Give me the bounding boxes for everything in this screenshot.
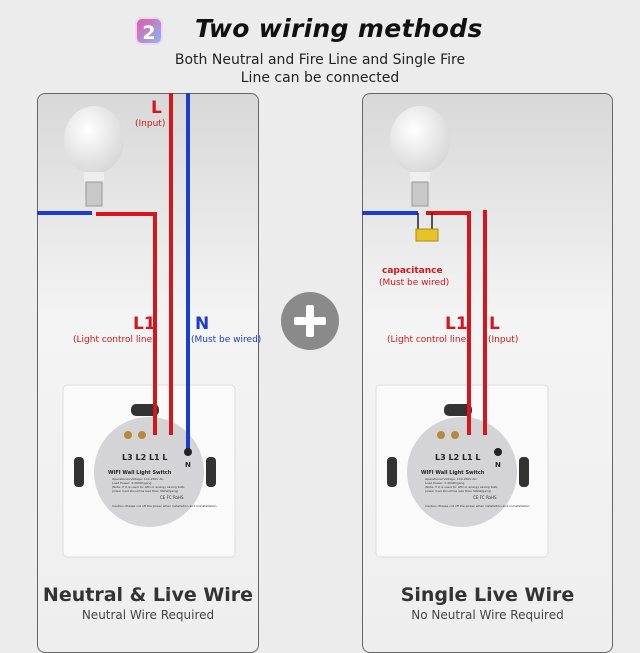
right-footer-sub: No Neutral Wire Required: [411, 608, 564, 622]
module-name-left: WIFI Wall Light Switch: [108, 470, 172, 476]
svg-text:Caution: Please cut off the po: Caution: Please cut off the power when i…: [425, 504, 530, 508]
svg-text:CE FC RoHS: CE FC RoHS: [473, 495, 497, 500]
switch-module-left: [94, 417, 204, 527]
svg-text:power load should be less than: power load should be less than 300W/gang…: [112, 489, 178, 493]
left-footer-title: Neutral & Live Wire: [42, 584, 254, 606]
svg-text:power load should be less than: power load should be less than 300W/gang…: [425, 489, 491, 493]
label-l-note: (Input): [135, 119, 166, 129]
right-footer-title: Single Live Wire: [400, 584, 575, 606]
page-title: Two wiring methods: [195, 14, 483, 43]
svg-text:(Note: If it is used for LED o: (Note: If it is used for LED or energy s…: [425, 485, 498, 489]
step-badge: 2: [135, 17, 163, 45]
svg-text:Operational Voltage: 110-250V: Operational Voltage: 110-250V AC: [112, 477, 163, 481]
terminal-labels-left: L3 L2 L1 L: [122, 453, 168, 462]
capacitor-icon: [415, 228, 439, 242]
svg-text:CE FC RoHS: CE FC RoHS: [160, 495, 184, 500]
neutral-terminal-label-right: N: [495, 461, 501, 469]
light-bulb-left-icon: [64, 106, 124, 207]
label-n: N: [195, 314, 210, 334]
svg-text:Load Power: 3-300W/gang: Load Power: 3-300W/gang: [112, 481, 151, 485]
svg-text:(Note: If it is used for LED o: (Note: If it is used for LED or energy s…: [112, 485, 185, 489]
left-l1-wire: [96, 212, 157, 435]
terminal-labels-right: L3 L2 L1 L: [435, 453, 481, 462]
subtitle-line-2: Line can be connected: [240, 70, 400, 86]
left-panel: [37, 93, 259, 653]
label-n-note: (Must be wired): [191, 335, 262, 345]
right-l1-wire: [426, 211, 471, 435]
left-footer-sub: Neutral Wire Required: [81, 608, 215, 622]
subtitle-line-1: Both Neutral and Fire Line and Single Fi…: [174, 52, 466, 68]
neutral-terminal-label-left: N: [185, 461, 191, 469]
svg-text:Caution: Please cut off the po: Caution: Please cut off the power when i…: [112, 504, 217, 508]
label-l-right-note: (Input): [488, 335, 519, 345]
label-l-right: L: [489, 314, 500, 334]
light-bulb-right-icon: [390, 106, 450, 207]
label-capacitance-note: (Must be wired): [379, 278, 450, 288]
svg-text:Operational Voltage: 110-250V: Operational Voltage: 110-250V AC: [425, 477, 476, 481]
label-l1-right: L1: [445, 314, 468, 334]
label-l1: L1: [133, 314, 156, 334]
module-name-right: WIFI Wall Light Switch: [421, 470, 485, 476]
label-l: L: [151, 98, 162, 118]
switch-module-right: [407, 417, 517, 527]
plus-icon: [281, 292, 339, 350]
label-capacitance: capacitance: [382, 266, 443, 276]
right-panel: [362, 93, 613, 653]
label-l1-note: (Light control line): [73, 335, 156, 345]
svg-text:Load Power: 3-300W/gang: Load Power: 3-300W/gang: [425, 481, 464, 485]
label-l1-right-note: (Light control line): [387, 335, 470, 345]
